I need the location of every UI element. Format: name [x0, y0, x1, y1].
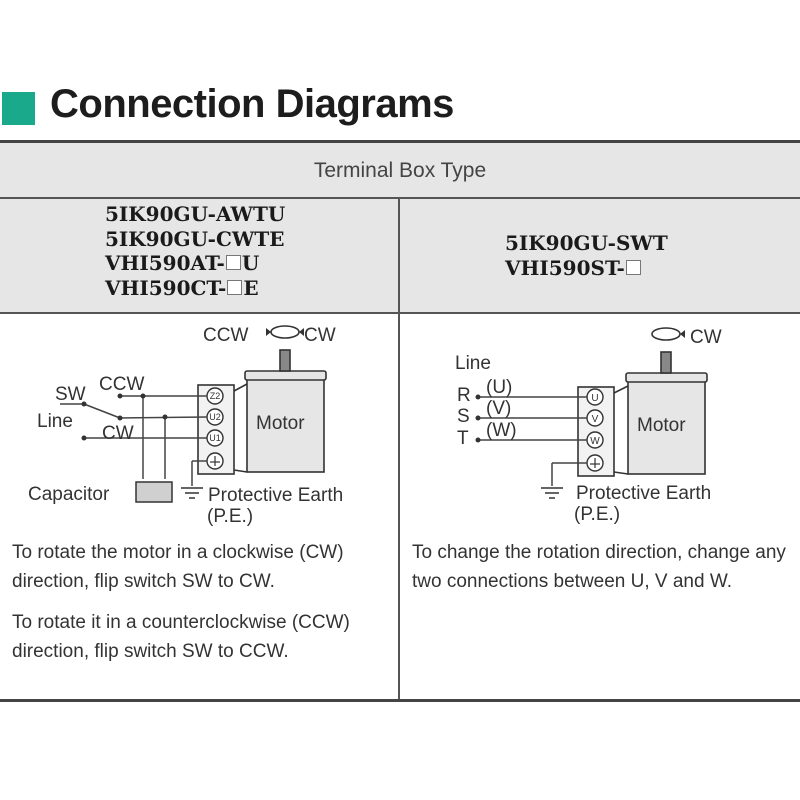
- placeholder-box-icon: [625, 259, 641, 275]
- terminal-label: U: [591, 393, 598, 404]
- single-phase-wiring-diagram: Z2 U2 U1 CCW CW SW: [28, 325, 343, 527]
- left-description-cw: To rotate the motor in a clockwise (CW) …: [12, 542, 344, 592]
- motor-label: Motor: [256, 413, 305, 434]
- arrow-head-icon: [266, 328, 271, 336]
- model-row: [0, 199, 800, 312]
- placeholder-box-icon: [225, 255, 241, 270]
- switch-ccw-label: CCW: [99, 374, 144, 395]
- motor-label: Motor: [637, 415, 686, 436]
- three-phase-wiring-diagram: U V W CW Line R S T (U) (V) (W) Protecti…: [455, 327, 722, 525]
- model-prefix: VHI590ST-: [505, 255, 625, 280]
- motor-shaft: [279, 349, 291, 372]
- pe-abbr: (P.E.): [207, 506, 253, 527]
- placeholder-box-icon: [227, 279, 243, 295]
- ccw-label: CCW: [203, 325, 248, 346]
- left-model-list: 5IK90GU-AWTU 5IK90GU-CWTE VHI590AT- U VHI…: [105, 202, 285, 300]
- pe-abbr: (P.E.): [574, 504, 620, 525]
- phase-terminal-label: (V): [486, 398, 511, 419]
- rotation-arrow-icon: [270, 325, 300, 339]
- phase-terminal-label: (U): [486, 377, 512, 398]
- capacitor-label: Capacitor: [28, 484, 110, 505]
- section-header: Connection Diagrams: [0, 80, 800, 138]
- motor-cap: [625, 372, 708, 383]
- sw-label: SW: [55, 384, 86, 405]
- connection-table: Terminal Box Type 5IK90GU-AWTU 5IK90GU-C…: [0, 140, 800, 702]
- cw-label: CW: [304, 325, 336, 346]
- model-name: 5IK90GU-AWTU: [105, 202, 286, 226]
- terminal-label: W: [590, 436, 600, 447]
- right-model-list: 5IK90GU-SWT VHI590ST-: [505, 231, 668, 280]
- motor-body: [627, 375, 706, 475]
- terminal-label: U1: [209, 433, 221, 443]
- model-name: 5IK90GU-CWTE: [105, 226, 285, 251]
- table-top-rule: [0, 140, 800, 143]
- motor-cap: [244, 370, 327, 381]
- cw-label: CW: [690, 327, 722, 348]
- table-rule: [0, 197, 800, 199]
- ground-icon: [541, 487, 563, 499]
- model-name: 5IK90GU-SWT: [505, 231, 668, 255]
- table-rule: [0, 312, 800, 314]
- arrow-head-icon: [680, 330, 685, 338]
- motor-body: [246, 373, 325, 473]
- terminal-label: Z2: [210, 391, 221, 401]
- title-marker: [2, 92, 35, 125]
- phase-label: S: [457, 406, 470, 427]
- arrow-head-icon: [299, 328, 304, 336]
- line-label: Line: [455, 353, 491, 374]
- table-section-row: Terminal Box Type: [0, 143, 800, 198]
- model-name: VHI590ST-: [505, 256, 668, 281]
- page-title: Connection Diagrams: [50, 82, 454, 126]
- model-prefix: VHI590CT-: [105, 275, 227, 300]
- capacitor-icon: [135, 481, 173, 503]
- model-suffix: E: [243, 275, 259, 300]
- model-prefix: VHI590AT-: [105, 251, 225, 275]
- table-bottom-rule: [0, 699, 800, 702]
- column-divider: [398, 199, 400, 699]
- rotation-arrow-icon: [651, 327, 681, 341]
- switch-cw-label: CW: [102, 423, 134, 444]
- ground-icon: [181, 487, 203, 499]
- pe-label: Protective Earth: [576, 483, 711, 504]
- model-name: VHI590AT- U: [105, 251, 285, 276]
- terminal-label: V: [592, 414, 599, 425]
- motor-shaft: [660, 351, 672, 374]
- model-suffix: U: [241, 251, 260, 275]
- terminal-label: U2: [209, 412, 221, 422]
- line-label: Line: [37, 411, 73, 432]
- phase-label: R: [457, 385, 471, 406]
- phase-terminal-label: (W): [486, 420, 517, 441]
- section-label: Terminal Box Type: [313, 159, 487, 182]
- pe-label: Protective Earth: [208, 485, 343, 506]
- right-description: To change the rotation direction, change…: [412, 542, 786, 592]
- phase-label: T: [457, 428, 469, 449]
- model-name: VHI590CT- E: [105, 276, 285, 301]
- left-description-ccw: To rotate it in a counterclockwise (CCW)…: [12, 612, 350, 662]
